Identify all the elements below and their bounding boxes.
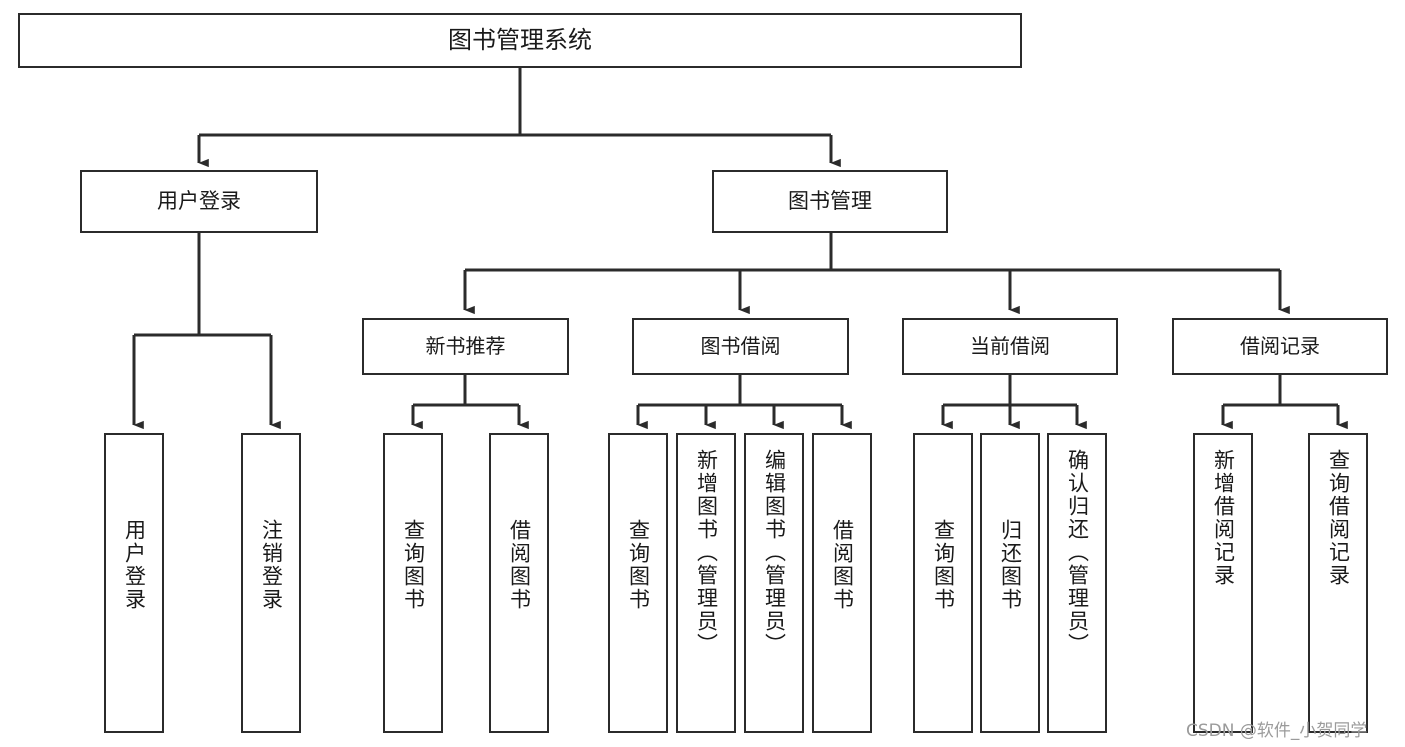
node-label: 查询图书: [931, 519, 956, 611]
node-user-login[interactable]: 用户登录: [80, 170, 318, 233]
watermark-text: CSDN @软件_小贺同学: [1186, 721, 1368, 741]
node-label: 借阅图书: [830, 519, 855, 611]
leaf-user-logout[interactable]: 注销登录: [241, 433, 301, 733]
leaf-borrow-book-1[interactable]: 借阅图书: [489, 433, 549, 733]
node-label: 归还图书: [998, 519, 1023, 611]
node-label: 用户登录: [122, 519, 147, 611]
node-label: 借阅图书: [507, 519, 532, 611]
node-label: 图书管理: [788, 188, 872, 213]
node-label: 编辑图书（管理员）: [762, 449, 787, 656]
node-label: 注销登录: [259, 519, 284, 611]
node-book-borrow[interactable]: 图书借阅: [632, 318, 849, 375]
leaf-confirm-return-admin[interactable]: 确认归还（管理员）: [1047, 433, 1107, 733]
leaf-add-borrow-record[interactable]: 新增借阅记录: [1193, 433, 1253, 733]
node-label: 查询借阅记录: [1326, 449, 1351, 587]
node-label: 用户登录: [157, 188, 241, 213]
node-label: 借阅记录: [1240, 334, 1320, 359]
node-label: 当前借阅: [970, 334, 1050, 359]
leaf-edit-book-admin[interactable]: 编辑图书（管理员）: [744, 433, 804, 733]
node-label: 图书借阅: [700, 334, 781, 359]
leaf-query-book-2[interactable]: 查询图书: [608, 433, 668, 733]
node-label: 确认归还（管理员）: [1065, 449, 1090, 656]
node-label: 查询图书: [401, 519, 426, 611]
node-book-manage[interactable]: 图书管理: [712, 170, 948, 233]
leaf-query-borrow-record[interactable]: 查询借阅记录: [1308, 433, 1368, 733]
leaf-return-book[interactable]: 归还图书: [980, 433, 1040, 733]
leaf-user-login[interactable]: 用户登录: [104, 433, 164, 733]
node-current-borrow[interactable]: 当前借阅: [902, 318, 1118, 375]
node-label: 新增图书（管理员）: [694, 449, 719, 656]
node-root-book-management-system[interactable]: 图书管理系统: [18, 13, 1022, 68]
node-borrow-record[interactable]: 借阅记录: [1172, 318, 1388, 375]
leaf-add-book-admin[interactable]: 新增图书（管理员）: [676, 433, 736, 733]
leaf-query-book-3[interactable]: 查询图书: [913, 433, 973, 733]
leaf-query-book-1[interactable]: 查询图书: [383, 433, 443, 733]
node-label: 查询图书: [626, 519, 651, 611]
node-label: 新增借阅记录: [1211, 449, 1236, 587]
node-new-book-recommend[interactable]: 新书推荐: [362, 318, 569, 375]
leaf-borrow-book-2[interactable]: 借阅图书: [812, 433, 872, 733]
node-label: 新书推荐: [425, 334, 506, 359]
node-label: 图书管理系统: [448, 26, 592, 55]
